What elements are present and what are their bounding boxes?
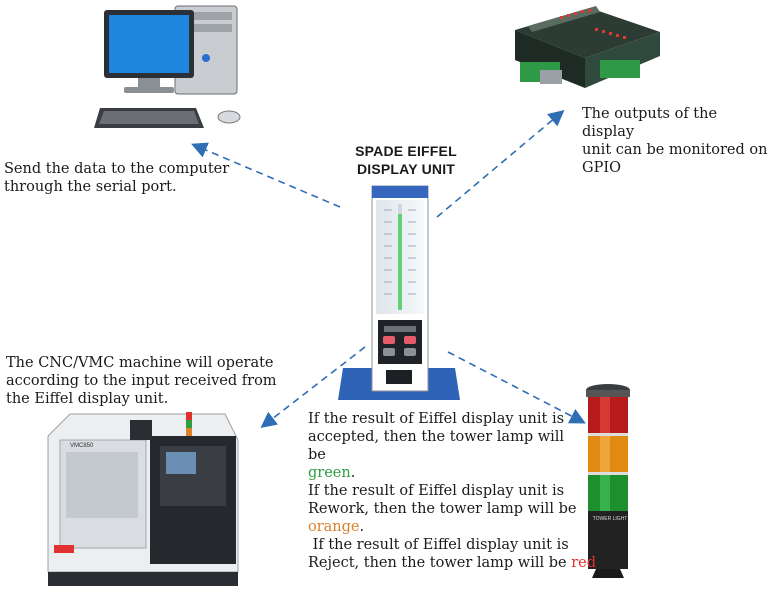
tower-label: TOWER LIGHT xyxy=(592,516,628,522)
cnc-caption-line-2: according to the input received from xyxy=(6,373,277,389)
gpio-caption-line-1: The outputs of the display xyxy=(582,106,718,140)
cnc-caption: The CNC/VMC machine will operate accordi… xyxy=(6,354,277,408)
lamp-line-3: If the result of Eiffel display unit is xyxy=(308,483,565,499)
lamp-line-2: accepted, then the tower lamp will be xyxy=(308,429,565,463)
tower-lamp-icon xyxy=(586,384,630,578)
tower-lamp-caption: If the result of Eiffel display unit is … xyxy=(308,411,601,571)
lamp-line-4: Rework, then the tower lamp will be xyxy=(308,501,577,517)
lamp-green-word: green xyxy=(308,465,351,481)
gpio-caption-line-3: GPIO xyxy=(582,160,621,176)
eiffel-display-unit-icon xyxy=(338,185,460,400)
lamp-red-word: red xyxy=(571,555,597,571)
arrow-to-computer xyxy=(191,142,341,208)
display-unit-title: SPADE EIFFEL DISPLAY UNIT xyxy=(336,142,476,178)
cnc-machine-icon xyxy=(47,412,239,586)
computer-icon xyxy=(94,5,241,128)
arrows xyxy=(191,109,586,428)
lamp-line-6: Reject, then the tower lamp will be xyxy=(308,555,572,571)
lamp-line-5: If the result of Eiffel display unit is xyxy=(308,537,569,553)
cnc-caption-line-1: The CNC/VMC machine will operate xyxy=(6,355,274,371)
gpio-caption-line-2: unit can be monitored on xyxy=(582,142,768,158)
arrow-to-cnc xyxy=(260,346,366,428)
arrow-to-gpio xyxy=(436,109,565,218)
title-line-2: DISPLAY UNIT xyxy=(356,161,456,177)
computer-caption-line-2: through the serial port. xyxy=(4,179,177,195)
lamp-line-1: If the result of Eiffel display unit is xyxy=(308,411,565,427)
title-line-1: SPADE EIFFEL xyxy=(355,143,457,159)
cnc-caption-line-3: the Eiffel display unit. xyxy=(6,391,169,407)
device-label: VMC850 xyxy=(70,443,94,449)
computer-caption: Send the data to the computer through th… xyxy=(4,160,229,196)
gpio-board-icon xyxy=(515,6,660,88)
arrow-to-tower-lamp xyxy=(447,351,586,424)
gpio-caption: The outputs of the display unit can be m… xyxy=(582,105,770,177)
computer-caption-line-1: Send the data to the computer xyxy=(4,161,230,177)
lamp-orange-word: orange xyxy=(308,519,360,535)
